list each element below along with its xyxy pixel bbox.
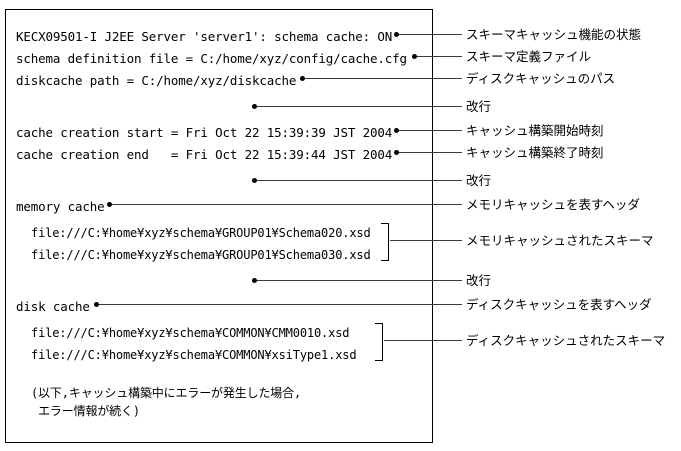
annotation-label: キャッシュ構築終了時刻 — [466, 145, 604, 160]
console-log-line: エラー情報が続く) — [31, 404, 140, 418]
console-log-line: cache creation start = Fri Oct 22 15:39:… — [16, 125, 393, 140]
callout-leader-line — [399, 130, 462, 131]
callout-leader-line — [417, 56, 462, 57]
callout-dot — [300, 76, 305, 81]
annotation-label: スキーマ定義ファイル — [466, 49, 592, 64]
annotation-label: 改行 — [466, 99, 492, 114]
callout-dot — [252, 104, 257, 109]
callout-leader-line — [390, 240, 462, 241]
callout-dot — [394, 32, 399, 37]
callout-leader-line — [99, 304, 462, 305]
console-output-box — [5, 9, 433, 443]
console-log-line: file:///C:¥home¥xyz¥schema¥GROUP01¥Schem… — [31, 226, 371, 240]
annotation-label: ディスクキャッシュのパス — [466, 71, 616, 86]
console-log-line: file:///C:¥home¥xyz¥schema¥COMMON¥xsiTyp… — [31, 348, 357, 362]
annotation-label: ディスクキャッシュされたスキーマ — [466, 333, 666, 348]
console-log-line: (以下,キャッシュ構築中にエラーが発生した場合, — [31, 386, 302, 400]
console-log-line: memory cache — [16, 199, 105, 214]
console-log-line: KECX09501-I J2EE Server 'server1': schem… — [16, 29, 393, 44]
callout-leader-line — [257, 180, 462, 181]
callout-leader-line — [399, 34, 462, 35]
callout-leader-line — [399, 152, 462, 153]
callout-dot — [94, 302, 99, 307]
callout-dot — [394, 128, 399, 133]
annotation-label: メモリキャッシュを表すヘッダ — [466, 197, 640, 212]
callout-leader-line — [257, 280, 462, 281]
schema-group-bracket — [375, 323, 383, 361]
console-log-line: schema definition file = C:/home/xyz/con… — [16, 51, 407, 66]
console-log-line: disk cache — [16, 299, 90, 314]
callout-leader-line — [384, 340, 462, 341]
console-log-line: cache creation end = Fri Oct 22 15:39:44… — [16, 147, 393, 162]
callout-leader-line — [112, 204, 462, 205]
callout-dot — [252, 178, 257, 183]
callout-leader-line — [257, 106, 462, 107]
annotation-label: ディスクキャッシュを表すヘッダ — [466, 297, 652, 312]
schema-group-bracket — [381, 223, 389, 261]
annotation-label: 改行 — [466, 173, 492, 188]
console-log-line: file:///C:¥home¥xyz¥schema¥COMMON¥CMM001… — [31, 326, 350, 340]
annotation-label: キャッシュ構築開始時刻 — [466, 123, 604, 138]
callout-leader-line — [305, 78, 462, 79]
callout-dot — [107, 202, 112, 207]
callout-dot — [252, 278, 257, 283]
annotation-label: メモリキャッシュされたスキーマ — [466, 233, 654, 248]
console-log-line: file:///C:¥home¥xyz¥schema¥GROUP01¥Schem… — [31, 248, 371, 262]
annotation-label: スキーマキャッシュ機能の状態 — [466, 27, 642, 42]
annotation-label: 改行 — [466, 273, 492, 288]
callout-dot — [394, 150, 399, 155]
callout-dot — [412, 54, 417, 59]
console-log-line: diskcache path = C:/home/xyz/diskcache — [16, 73, 297, 88]
